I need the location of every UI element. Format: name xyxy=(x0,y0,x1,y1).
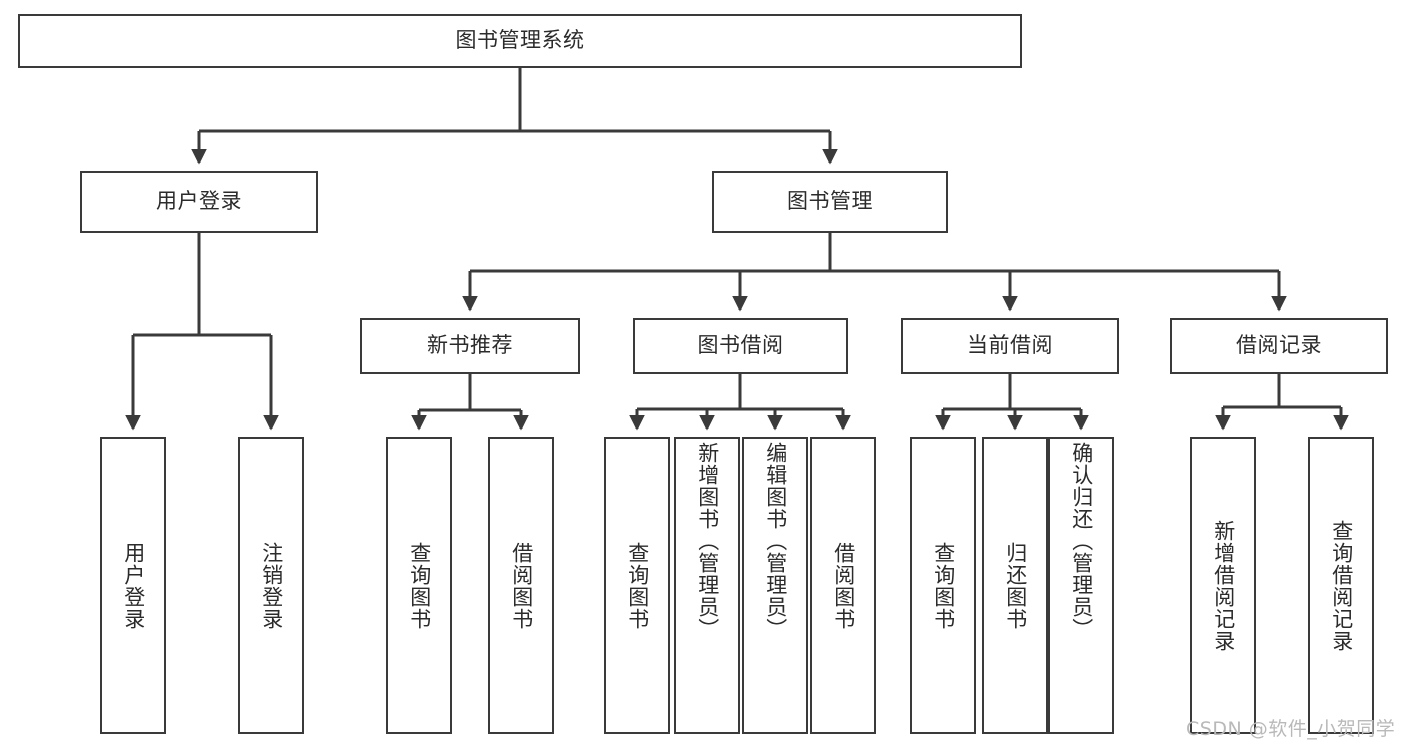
leaf-user-login-label: 用户登录 xyxy=(121,541,146,630)
node-user-login-label: 用户登录 xyxy=(156,189,242,214)
node-current-borrow-label: 当前借阅 xyxy=(967,333,1053,358)
leaf-query-book-borrow[interactable]: 查询图书 xyxy=(604,437,670,734)
leaf-query-book-newbooks-label: 查询图书 xyxy=(407,541,432,630)
node-borrow-records[interactable]: 借阅记录 xyxy=(1170,318,1388,374)
node-root-label: 图书管理系统 xyxy=(455,28,585,53)
leaf-add-book-admin[interactable]: 新增图书（管理员） xyxy=(674,437,740,734)
node-current-borrow[interactable]: 当前借阅 xyxy=(901,318,1119,374)
node-book-management-label: 图书管理 xyxy=(787,189,873,214)
node-book-borrow[interactable]: 图书借阅 xyxy=(633,318,848,374)
leaf-add-book-admin-label: 新增图书（管理员） xyxy=(695,442,720,640)
leaf-add-borrow-record[interactable]: 新增借阅记录 xyxy=(1190,437,1256,734)
leaf-query-book-borrow-label: 查询图书 xyxy=(625,541,650,630)
node-new-book-recommend[interactable]: 新书推荐 xyxy=(360,318,580,374)
leaf-edit-book-admin[interactable]: 编辑图书（管理员） xyxy=(742,437,808,734)
leaf-confirm-return-admin-label: 确认归还（管理员） xyxy=(1069,442,1094,640)
leaf-return-book-label: 归还图书 xyxy=(1003,541,1028,630)
watermark: CSDN @软件_小贺同学 xyxy=(1186,718,1396,740)
leaf-lend-book-label: 借阅图书 xyxy=(831,541,856,630)
leaf-borrow-book-newbooks-label: 借阅图书 xyxy=(509,541,534,630)
node-borrow-records-label: 借阅记录 xyxy=(1236,333,1322,358)
leaf-borrow-book-newbooks[interactable]: 借阅图书 xyxy=(488,437,554,734)
leaf-return-book[interactable]: 归还图书 xyxy=(982,437,1048,734)
node-new-book-recommend-label: 新书推荐 xyxy=(427,333,513,358)
leaf-user-logout-label: 注销登录 xyxy=(259,541,284,630)
leaf-user-logout[interactable]: 注销登录 xyxy=(238,437,304,734)
leaf-edit-book-admin-label: 编辑图书（管理员） xyxy=(763,442,788,640)
leaf-confirm-return-admin[interactable]: 确认归还（管理员） xyxy=(1048,437,1114,734)
leaf-query-borrow-record[interactable]: 查询借阅记录 xyxy=(1308,437,1374,734)
leaf-query-book-newbooks[interactable]: 查询图书 xyxy=(386,437,452,734)
node-book-management[interactable]: 图书管理 xyxy=(712,171,948,233)
leaf-query-book-current[interactable]: 查询图书 xyxy=(910,437,976,734)
node-book-borrow-label: 图书借阅 xyxy=(697,333,784,358)
leaf-query-borrow-record-label: 查询借阅记录 xyxy=(1329,519,1354,652)
leaf-add-borrow-record-label: 新增借阅记录 xyxy=(1211,519,1236,652)
leaf-query-book-current-label: 查询图书 xyxy=(931,541,956,630)
node-user-login[interactable]: 用户登录 xyxy=(80,171,318,233)
node-root[interactable]: 图书管理系统 xyxy=(18,14,1022,68)
leaf-user-login[interactable]: 用户登录 xyxy=(100,437,166,734)
leaf-lend-book[interactable]: 借阅图书 xyxy=(810,437,876,734)
